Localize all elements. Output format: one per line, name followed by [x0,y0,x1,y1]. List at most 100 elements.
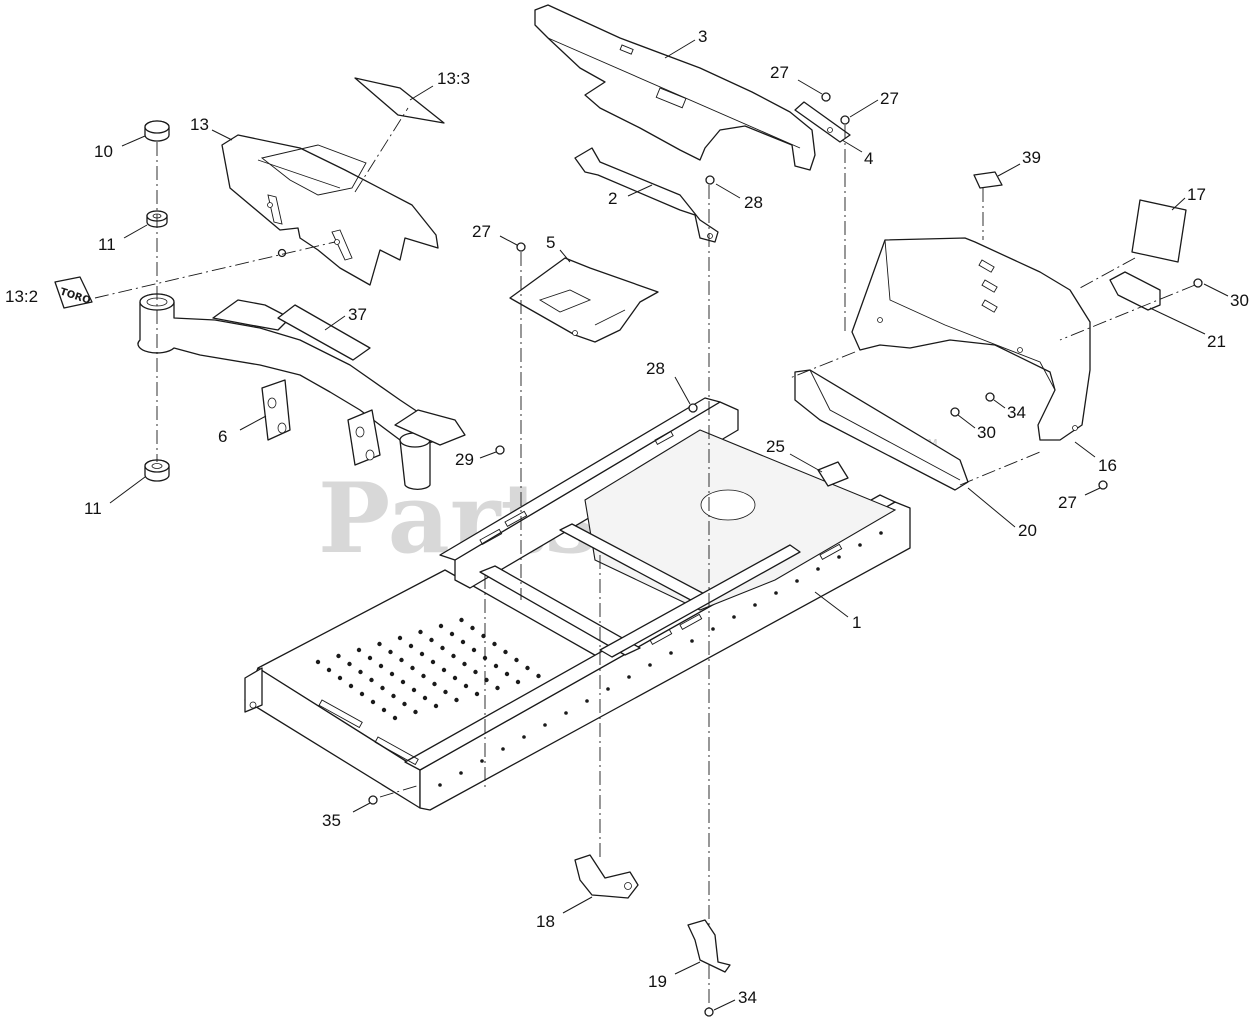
callout-39[interactable]: 39 [1022,148,1041,167]
callout-27-b[interactable]: 27 [880,89,899,108]
callout-34-b[interactable]: 34 [738,988,757,1007]
floor-hole [419,651,425,657]
callout-27-c[interactable]: 27 [472,222,491,241]
callout-4[interactable]: 4 [864,149,873,168]
callout-1[interactable]: 1 [852,613,861,632]
part-2-bracket[interactable] [574,147,719,243]
callout-27-d[interactable]: 27 [1058,493,1077,512]
part-4-plate[interactable] [794,101,851,143]
floor-hole [326,667,332,673]
part-1-main-frame[interactable] [244,397,911,811]
callout-6[interactable]: 6 [218,427,227,446]
part-13-console-cover[interactable] [221,134,439,286]
callout-13-3[interactable]: 13:3 [437,69,470,88]
part-10-cap[interactable] [144,120,170,142]
part-29-screw[interactable] [495,445,505,455]
part-39-label[interactable] [973,171,1003,189]
floor-hole [315,659,321,665]
part-35-nut[interactable] [368,795,378,805]
callout-13-2[interactable]: 13:2 [5,287,38,306]
callout-30-a[interactable]: 30 [1230,291,1249,310]
floor-hole [525,665,530,671]
callout-28-b[interactable]: 28 [646,359,665,378]
callout-20[interactable]: 20 [1018,521,1037,540]
part-28-screw-b[interactable] [688,403,698,413]
part-18-lower-bracket[interactable] [574,854,639,899]
part-30-screw-a[interactable] [1193,278,1203,288]
rail-hole [522,735,526,739]
part-17-label[interactable] [1131,199,1187,263]
callout-19[interactable]: 19 [648,972,667,991]
rail-hole [585,699,589,703]
floor-hole [381,707,387,713]
part-19-lower-bracket[interactable] [687,919,731,973]
floor-hole [392,715,398,721]
callout-11-upper[interactable]: 11 [98,235,116,254]
part-27-screw-b[interactable] [840,115,850,125]
rail-hole [501,747,505,751]
callout-16[interactable]: 16 [1098,456,1117,475]
callout-21[interactable]: 21 [1207,332,1226,351]
rail-hole [543,723,547,727]
part-13-2-decal[interactable]: TORO [54,276,93,309]
floor-hole [462,661,467,667]
callout-11-lower[interactable]: 11 [84,499,102,518]
floor-hole [471,647,477,653]
callout-37[interactable]: 37 [348,305,367,324]
part-5-plate[interactable] [509,257,659,343]
floor-hole [391,693,396,699]
part-13-3-decal[interactable] [354,77,445,124]
floor-hole [473,669,478,675]
floor-hole [504,671,510,677]
part-13-screw[interactable] [277,248,287,258]
part-3-upper-bracket[interactable] [534,4,816,171]
floor-hole [503,649,508,655]
part-6-arm-bracket[interactable] [137,293,466,491]
part-27-screw-a[interactable] [821,92,831,102]
callout-2[interactable]: 2 [608,189,617,208]
part-11-lower-bearing[interactable] [144,459,170,482]
callouts: 13:3 13 10 11 13:2 37 6 29 11 3 27 27 4 … [5,27,1249,1011]
callout-34-a[interactable]: 34 [1007,403,1026,422]
rail-hole [459,771,463,775]
floor-hole [356,647,362,653]
rail-hole [711,627,715,631]
part-25-pad[interactable] [817,461,849,487]
part-30-screw-b[interactable] [950,407,960,417]
callout-18[interactable]: 18 [536,912,555,931]
callout-27-a[interactable]: 27 [770,63,789,82]
floor-hole [495,685,500,691]
callout-17[interactable]: 17 [1187,185,1206,204]
callout-28-a[interactable]: 28 [744,193,763,212]
floor-hole [429,637,434,643]
floor-hole [438,623,444,629]
callout-3[interactable]: 3 [698,27,707,46]
callout-25[interactable]: 25 [766,437,785,456]
floor-hole [452,675,458,681]
rail-hole [774,591,778,595]
rail-holes [438,531,883,787]
part-34-nut-a[interactable] [985,392,995,402]
callout-35[interactable]: 35 [322,811,341,830]
part-20-crossbar[interactable] [794,369,969,491]
rail-hole [753,603,757,607]
callout-10[interactable]: 10 [94,142,113,161]
floor-hole [336,653,341,659]
part-27-screw-d[interactable] [1098,480,1108,490]
part-37-strip[interactable] [277,304,371,361]
callout-30-b[interactable]: 30 [977,423,996,442]
callout-13[interactable]: 13 [190,115,209,134]
floor-hole [347,661,352,667]
rail-hole [564,711,568,715]
part-34-nut-b[interactable] [704,1007,714,1017]
rail-hole [795,579,799,583]
alignment-lines [94,107,1196,1008]
part-28-screw-a[interactable] [705,175,715,185]
part-16-rear-bracket[interactable] [851,237,1091,441]
callout-29[interactable]: 29 [455,450,474,469]
part-21-bracket[interactable] [1109,271,1161,311]
callout-5[interactable]: 5 [546,233,555,252]
part-27-screw-c[interactable] [516,242,526,252]
floor-hole [460,639,466,645]
rail-hole [627,675,631,679]
